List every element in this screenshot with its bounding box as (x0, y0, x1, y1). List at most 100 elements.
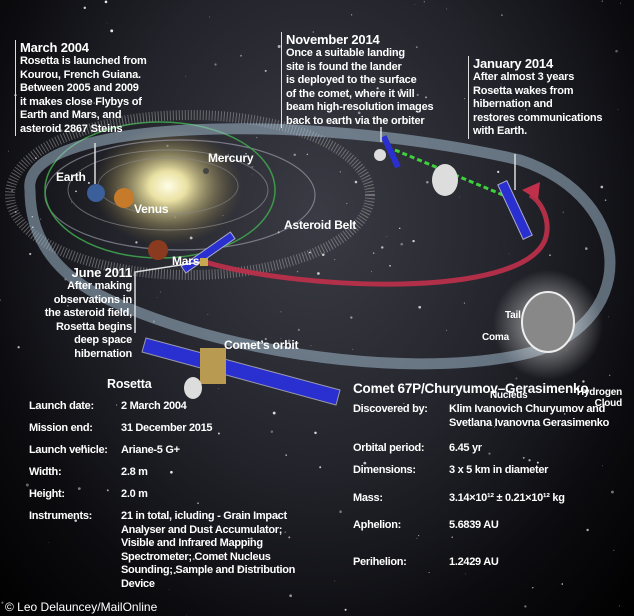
text-line: Rosetta wakes from (473, 84, 574, 97)
star (399, 227, 401, 229)
star (270, 430, 274, 433)
star (403, 402, 405, 404)
callout-title: January 2014 (473, 56, 553, 71)
star (135, 241, 138, 244)
star (428, 571, 430, 574)
star (317, 272, 320, 275)
rosetta-spacecraft-illustration (141, 337, 341, 406)
star (389, 264, 391, 267)
star (185, 75, 187, 77)
text-line: Sounding; Sample and Distribution (121, 564, 296, 576)
star (392, 60, 394, 62)
star (79, 447, 82, 451)
star (314, 431, 317, 435)
star (271, 566, 273, 568)
text-line: back to earth via the orbiter (286, 114, 425, 127)
venus-planet (114, 188, 134, 208)
label-venus: Venus (134, 202, 169, 216)
star (104, 0, 108, 4)
star (192, 558, 195, 561)
star (585, 247, 588, 250)
text-line: 6.45 yr (449, 442, 482, 454)
star (284, 531, 287, 533)
text-line: observations in (53, 293, 133, 306)
star (240, 54, 242, 57)
star (272, 411, 276, 415)
star (110, 29, 114, 33)
star (416, 537, 418, 539)
star (170, 470, 173, 474)
text-line: with Earth. (473, 125, 528, 137)
star (292, 95, 295, 98)
star (464, 573, 466, 575)
label-earth: Earth (56, 170, 86, 184)
star (414, 4, 416, 6)
star (370, 271, 372, 273)
star (363, 461, 367, 465)
label-mercury: Mercury (208, 151, 254, 165)
star (44, 99, 46, 100)
star (1, 601, 4, 604)
text-line: 2.0 m (121, 488, 148, 500)
text-line: site is found the lander (286, 60, 402, 73)
rosetta-path-arrow (204, 192, 550, 287)
text-line: beam high-resolution images (286, 101, 434, 113)
spec-label: Height: (29, 488, 65, 500)
star (416, 93, 419, 97)
star (500, 83, 502, 85)
text-line: 3 x 5 km in diameter (449, 464, 549, 476)
text-line: is deployed to the surface (286, 74, 417, 86)
label-mars: Mars (172, 254, 200, 268)
star (277, 45, 281, 48)
star (126, 324, 128, 326)
spec-label: Perihelion: (353, 556, 407, 568)
star (255, 136, 258, 139)
star (334, 259, 336, 261)
text-line: asteroid 2867 Steins (20, 122, 123, 135)
star (156, 297, 158, 298)
label-asteroid-belt: Asteroid Belt (284, 218, 357, 232)
star (75, 190, 77, 193)
spec-value: 3 x 5 km in diameter (449, 464, 548, 478)
star (608, 374, 611, 376)
star (289, 594, 293, 598)
star (352, 348, 354, 350)
spec-value: 3.14×10¹² ± 0.21×10¹² kg (449, 492, 565, 506)
star (25, 483, 29, 487)
text-line: restores communications (473, 111, 603, 124)
star (561, 583, 564, 585)
star (586, 528, 589, 532)
star (446, 8, 448, 10)
star (611, 490, 614, 494)
star (143, 581, 145, 583)
star (386, 236, 388, 238)
callout-lines (94, 127, 516, 333)
star (60, 129, 63, 133)
star (357, 111, 361, 115)
star (218, 387, 220, 389)
spec-value: 5.6839 AU (449, 519, 499, 533)
star (245, 153, 247, 155)
venus-orbit (67, 149, 269, 231)
asteroid (432, 164, 458, 196)
star (549, 254, 551, 256)
text-line: 5.6839 AU (449, 519, 499, 531)
earth-planet (87, 184, 105, 202)
star (582, 380, 585, 383)
star (425, 96, 427, 99)
text-line: the asteroid field, (44, 307, 132, 319)
star (302, 255, 304, 256)
star (400, 242, 404, 246)
star (501, 14, 503, 16)
star (150, 543, 153, 546)
star (107, 606, 109, 608)
star (293, 153, 296, 157)
text-line: Klim Ivanovich Churyumov and (449, 403, 606, 415)
spec-label: Width: (29, 466, 62, 478)
star (354, 180, 358, 184)
text-line: Device (121, 577, 155, 590)
